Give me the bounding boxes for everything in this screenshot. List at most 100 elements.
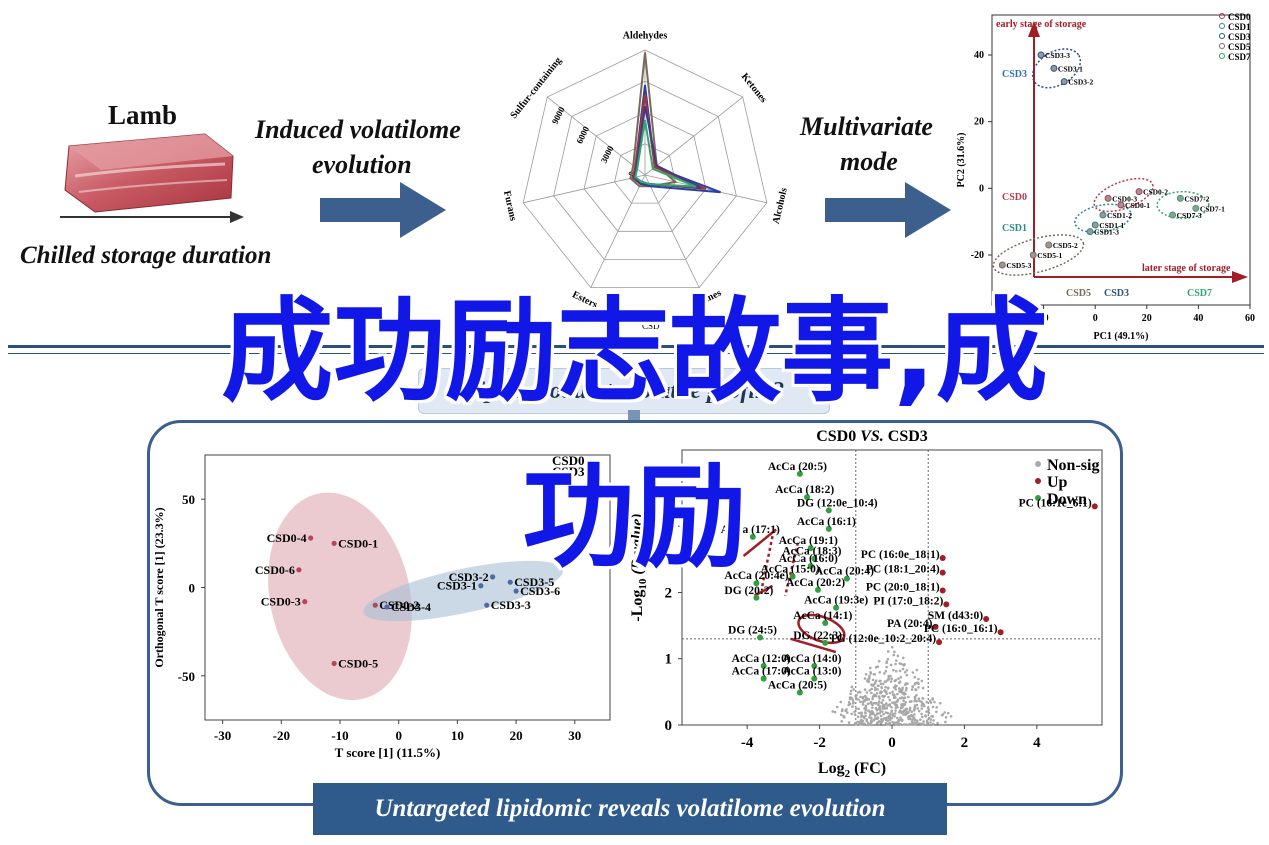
nonsig-point (920, 701, 924, 705)
induced-volatilome-text-2: evolution (312, 150, 412, 179)
pca-legend-marker (1219, 43, 1225, 49)
nonsig-point (879, 721, 883, 725)
volcano-sig-point (811, 555, 818, 562)
volatile-radar-chart: AldehydesKetonesAlcoholsAlkanesEstersFur… (501, 30, 790, 331)
nonsig-point (888, 691, 892, 695)
pca-x-tick-label: 40 (1193, 313, 1203, 324)
opls-point-label: CSD3-3 (491, 598, 531, 612)
nonsig-point (863, 694, 867, 698)
nonsig-point (870, 687, 874, 691)
nonsig-point (870, 717, 873, 720)
volcano-point-label: AcCa (14:1) (793, 610, 852, 622)
nonsig-point (894, 684, 897, 687)
nonsig-point (917, 682, 920, 686)
radar-legend-entry: CSD (750, 321, 768, 331)
volcano-sig-point (822, 639, 829, 646)
pca-point-label: CSD0-2 (1143, 188, 1168, 197)
pca-legend-label: CSD7 (1228, 52, 1251, 62)
nonsig-point (884, 702, 888, 705)
nonsig-point (896, 705, 899, 709)
pca-x-axis-label: PC1 (49.1%) (1094, 331, 1149, 342)
nonsig-point (859, 695, 862, 699)
section-divider (8, 345, 1264, 348)
nonsig-point (905, 686, 908, 690)
nonsig-point (858, 722, 861, 726)
nonsig-point (877, 719, 881, 723)
nonsig-point (902, 696, 906, 700)
nonsig-point (872, 718, 876, 722)
pca-group-ellipse (1156, 190, 1210, 220)
nonsig-point (849, 689, 853, 693)
nonsig-point (917, 709, 921, 713)
volcano-sig-point (760, 663, 767, 670)
opls-point-label: CSD0-1 (338, 536, 378, 550)
nonsig-point (894, 721, 898, 724)
nonsig-point (890, 716, 894, 720)
nonsig-point (899, 716, 902, 719)
nonsig-point (866, 721, 870, 725)
nonsig-point (831, 710, 835, 713)
volcano-sig-point (983, 615, 990, 622)
nonsig-point (931, 722, 935, 726)
nonsig-point (904, 688, 908, 692)
nonsig-point (903, 670, 907, 674)
volcano-sig-point (932, 623, 939, 630)
volcano-point-label: AcCa (20:5) (768, 680, 827, 692)
pca-point (1169, 211, 1177, 219)
nonsig-point (858, 700, 862, 704)
nonsig-point (871, 697, 874, 701)
volcano-y-axis-label: -Log10 (P-value) (629, 513, 649, 621)
nonsig-point (865, 679, 869, 683)
nonsig-point (894, 709, 897, 712)
nonsig-point (857, 707, 860, 711)
nonsig-point (915, 703, 919, 707)
nonsig-point (901, 667, 905, 671)
nonsig-point (886, 719, 890, 722)
nonsig-point (871, 695, 875, 698)
pca-early-arrowhead (1028, 21, 1040, 37)
volcano-sig-point (749, 533, 756, 540)
nonsig-point (949, 715, 953, 718)
nonsig-point (877, 703, 880, 707)
opls-x-tick-label: 0 (395, 728, 402, 743)
radar-axis-label: Aldehydes (623, 30, 668, 41)
volcano-title: CSD0 VS. CSD3 (816, 428, 928, 445)
volcano-point-label: AcCa (20:5) (768, 461, 827, 473)
opls-point-label: CSD0-2 (379, 598, 419, 612)
nonsig-point (885, 692, 888, 696)
nonsig-point (869, 723, 873, 727)
nonsig-point (850, 712, 854, 716)
nonsig-point (925, 719, 929, 722)
opls-x-tick-label: -30 (214, 728, 231, 743)
nonsig-point (929, 721, 932, 724)
nonsig-point (922, 720, 925, 723)
nonsig-point (911, 722, 914, 725)
volcano-point-label: AcCa (12:0) (732, 653, 791, 665)
nonsig-point (873, 686, 877, 690)
nonsig-point (913, 683, 917, 686)
pca-group-label: CSD5 (1066, 288, 1091, 299)
nonsig-point (853, 710, 856, 714)
nonsig-point (898, 669, 902, 673)
nonsig-point (876, 712, 879, 716)
opls-x-tick-label: 10 (451, 728, 464, 743)
nonsig-point (888, 718, 892, 722)
volcano-point-label: AcCa (17:0) (732, 666, 791, 678)
nonsig-point (835, 705, 839, 709)
nonsig-point (910, 710, 914, 714)
nonsig-point (931, 705, 935, 709)
nonsig-point (856, 720, 859, 724)
nonsig-point (943, 711, 947, 714)
nonsig-point (872, 712, 875, 716)
volcano-legend-label: Down (1047, 491, 1087, 508)
nonsig-point (888, 698, 892, 702)
nonsig-point (927, 711, 931, 715)
nonsig-point (864, 672, 868, 676)
nonsig-point (939, 701, 942, 705)
nonsig-point (865, 691, 869, 694)
pca-group-label: CSD7 (1187, 288, 1212, 299)
nonsig-point (920, 712, 923, 716)
nonsig-point (873, 682, 876, 686)
